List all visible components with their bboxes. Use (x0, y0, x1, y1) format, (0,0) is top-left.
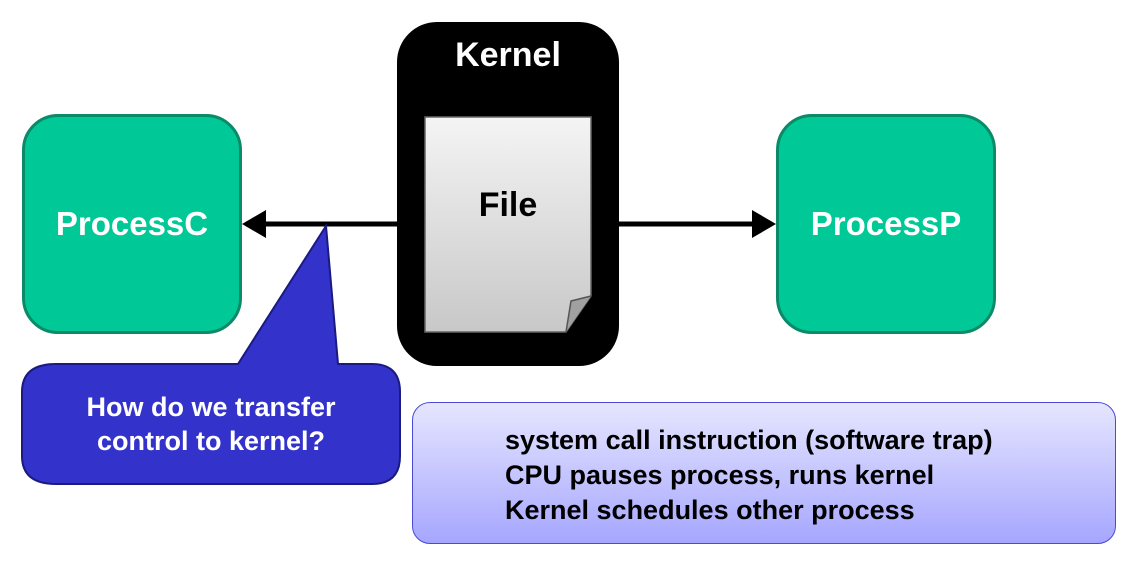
file-document-icon (424, 116, 592, 333)
callout-line-2: control to kernel? (96, 426, 326, 456)
callout-line-1: How do we transfer (86, 392, 336, 422)
callout-bubble (21, 222, 401, 485)
callout-question: How do we transfer control to kernel? (26, 390, 396, 458)
note-line: Kernel schedules other process (505, 495, 915, 525)
arrow-to-process-c (242, 210, 397, 238)
process-c-box: ProcessC (22, 114, 242, 334)
process-p-label: ProcessP (810, 205, 962, 242)
kernel-title: Kernel (455, 36, 561, 74)
process-p-box: ProcessP (776, 114, 996, 334)
note-line: system call instruction (software trap) (505, 425, 993, 455)
arrow-to-process-p (619, 210, 776, 238)
process-c-label: ProcessC (55, 205, 209, 242)
file-label: File (478, 186, 538, 224)
note-line: CPU pauses process, runs kernel (505, 460, 935, 490)
notes-box: system call instruction (software trap) … (412, 402, 1116, 544)
